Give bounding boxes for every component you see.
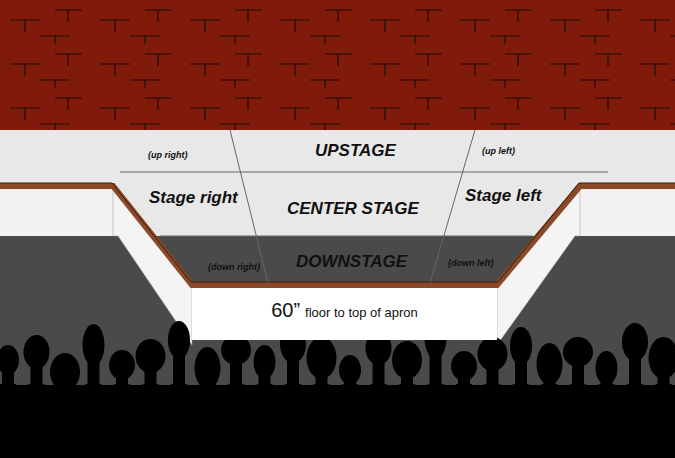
stage-area-label: (down left) xyxy=(448,259,494,268)
side-wall xyxy=(578,190,675,236)
dimension-note: floor to top of apron xyxy=(305,306,418,319)
stage-area-label: Stage left xyxy=(465,187,542,204)
side-wall xyxy=(0,190,118,236)
stage-area-label: (up left) xyxy=(482,147,515,156)
brick-wall xyxy=(0,0,675,130)
stage-area-label: (up right) xyxy=(148,151,188,160)
dimension-value: 60” xyxy=(271,300,300,320)
stage-area-label: DOWNSTAGE xyxy=(296,253,407,270)
stage-area-label: CENTER STAGE xyxy=(287,200,419,217)
audience-shoulders xyxy=(647,383,675,407)
stage-edge-line xyxy=(0,183,675,282)
brick-mortar xyxy=(0,0,675,130)
stage-area-label: (down right) xyxy=(208,263,260,272)
stage-area-label: UPSTAGE xyxy=(315,142,396,159)
stage-area-lines xyxy=(120,130,608,283)
apron-front: 60” floor to top of apron xyxy=(192,288,497,340)
stage-area-label: Stage right xyxy=(149,189,238,206)
audience-floor xyxy=(0,236,675,458)
